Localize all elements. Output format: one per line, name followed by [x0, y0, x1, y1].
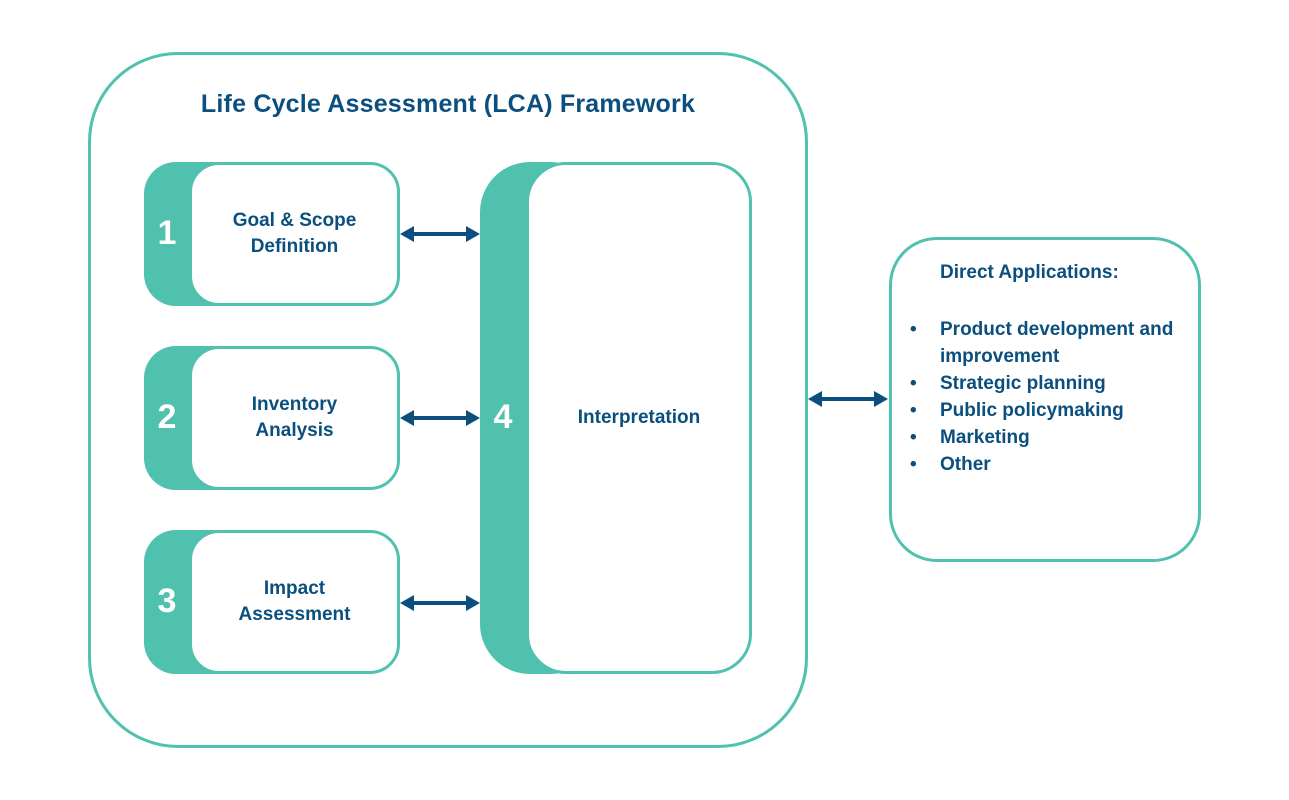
applications-list: •Product development and improvement •St… — [910, 316, 1190, 478]
list-item: •Public policymaking — [910, 397, 1190, 424]
step-1-number: 1 — [157, 214, 177, 252]
step-2-number: 2 — [157, 398, 177, 436]
direct-applications-box: Direct Applications: •Product developmen… — [889, 237, 1201, 562]
bullet-icon: • — [910, 319, 917, 340]
list-item: •Other — [910, 451, 1190, 478]
step-3-box: Impact Assessment — [189, 530, 400, 674]
step-3-number: 3 — [157, 582, 177, 620]
step-4-number: 4 — [493, 398, 513, 436]
applications-title: Direct Applications: — [940, 262, 1119, 283]
bullet-icon: • — [910, 400, 917, 421]
bullet-icon: • — [910, 454, 917, 475]
framework-title: Life Cycle Assessment (LCA) Framework — [200, 90, 696, 118]
list-item: •Marketing — [910, 424, 1190, 451]
step-2-label: Inventory Analysis — [251, 394, 338, 441]
interpretation-box: Interpretation — [526, 162, 752, 674]
double-arrow-icon — [808, 391, 888, 407]
step-1-box: Goal & Scope Definition — [189, 162, 400, 306]
step-1-label: Goal & Scope Definition — [232, 210, 357, 257]
list-item: •Strategic planning — [910, 370, 1190, 397]
interpretation-label: Interpretation — [577, 407, 701, 428]
bullet-icon: • — [910, 373, 917, 394]
bullet-icon: • — [910, 427, 917, 448]
list-item: •Product development and improvement — [910, 316, 1190, 370]
step-3-label: Impact Assessment — [238, 578, 351, 625]
step-2-box: Inventory Analysis — [189, 346, 400, 490]
